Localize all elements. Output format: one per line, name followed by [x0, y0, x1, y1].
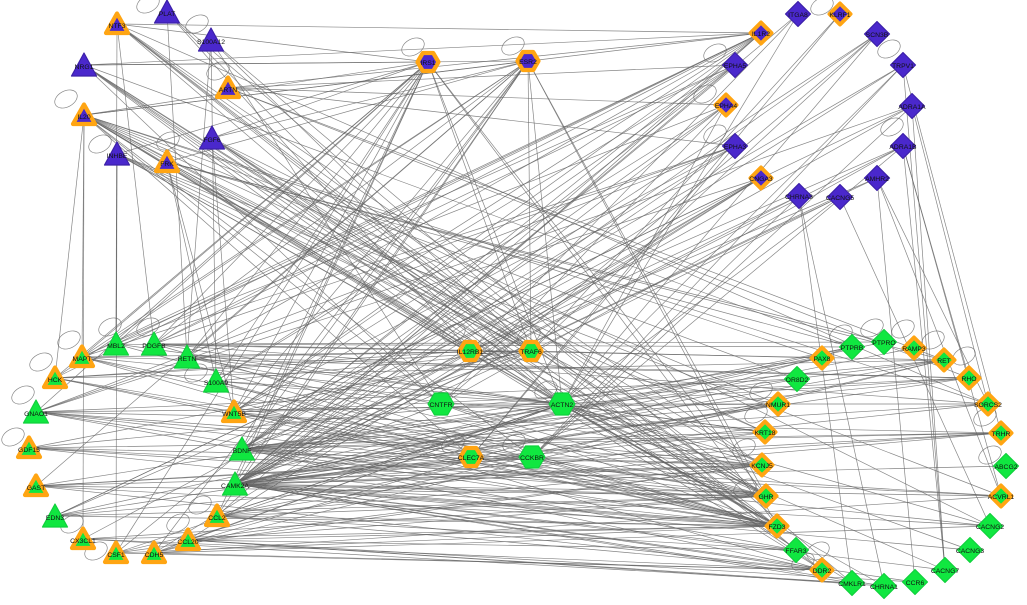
svg-text:FRK: FRK: [160, 161, 174, 168]
svg-text:PLAT: PLAT: [159, 11, 176, 18]
svg-text:FGF6: FGF6: [203, 137, 221, 144]
svg-text:RHO: RHO: [961, 376, 976, 383]
svg-text:GHR: GHR: [758, 494, 773, 501]
svg-text:BDNF: BDNF: [233, 448, 252, 455]
svg-text:CACNG5: CACNG5: [826, 195, 855, 202]
svg-text:IL12RB1: IL12RB1: [457, 349, 484, 356]
svg-text:IL20: IL20: [77, 114, 90, 121]
svg-text:EPHA4: EPHA4: [715, 103, 738, 110]
svg-text:SCN3B: SCN3B: [866, 32, 889, 39]
svg-text:ITGA8: ITGA8: [788, 12, 808, 19]
svg-text:CDH5: CDH5: [145, 552, 164, 559]
svg-text:ACVRL1: ACVRL1: [988, 494, 1015, 501]
svg-text:RET: RET: [937, 358, 951, 365]
svg-text:INHBE: INHBE: [107, 153, 128, 160]
svg-text:S100A12: S100A12: [197, 39, 225, 46]
svg-text:EPHA5: EPHA5: [724, 63, 747, 70]
svg-text:PTPRO: PTPRO: [872, 340, 895, 347]
svg-text:MBL2: MBL2: [107, 343, 125, 350]
svg-text:TRPV1: TRPV1: [892, 63, 914, 70]
svg-text:CHRNA3: CHRNA3: [785, 194, 813, 201]
svg-text:ADRA1A: ADRA1A: [898, 104, 926, 111]
svg-text:WNT5B: WNT5B: [222, 411, 246, 418]
svg-text:AMHR2: AMHR2: [865, 176, 889, 183]
svg-text:ARTN: ARTN: [219, 87, 237, 94]
svg-text:TRAF6: TRAF6: [520, 349, 542, 356]
svg-text:FZD3: FZD3: [769, 524, 786, 531]
svg-text:NTF3: NTF3: [109, 23, 126, 30]
svg-text:CX3CL1: CX3CL1: [70, 538, 96, 545]
svg-text:CSF1: CSF1: [107, 552, 125, 559]
svg-text:CAMK2A: CAMK2A: [221, 483, 249, 490]
svg-text:NRG1: NRG1: [75, 64, 94, 71]
svg-text:EPHA3: EPHA3: [724, 144, 747, 151]
svg-text:CACNG2: CACNG2: [976, 524, 1005, 531]
svg-text:CCL20: CCL20: [177, 539, 198, 546]
svg-text:CNGA3: CNGA3: [749, 176, 773, 183]
svg-text:MAPT: MAPT: [73, 356, 92, 363]
svg-text:ESR2: ESR2: [519, 59, 537, 66]
svg-text:S100A9: S100A9: [204, 380, 228, 387]
svg-text:ACTN2: ACTN2: [551, 402, 574, 409]
svg-text:TRHR: TRHR: [992, 431, 1011, 438]
svg-text:KCNJ5: KCNJ5: [751, 463, 773, 470]
svg-text:CLEC7A: CLEC7A: [458, 455, 485, 462]
svg-text:CCL2: CCL2: [208, 515, 226, 522]
svg-text:SORCS2: SORCS2: [974, 402, 1002, 409]
svg-text:DDR2: DDR2: [813, 568, 832, 575]
svg-text:IRS1: IRS1: [420, 60, 435, 67]
svg-text:IL1R2: IL1R2: [752, 31, 770, 38]
svg-text:OR8D2: OR8D2: [786, 377, 809, 384]
svg-text:KLRF1: KLRF1: [829, 12, 850, 19]
svg-text:CACNG3: CACNG3: [956, 548, 985, 555]
svg-text:GNAO1: GNAO1: [24, 411, 48, 418]
svg-text:ABCG2: ABCG2: [994, 464, 1017, 471]
svg-text:RETN: RETN: [178, 356, 197, 363]
svg-text:ADRA1B: ADRA1B: [889, 144, 917, 151]
svg-text:GAST: GAST: [27, 485, 46, 492]
svg-text:CMKLR1: CMKLR1: [838, 581, 866, 588]
svg-text:HCK: HCK: [48, 377, 63, 384]
svg-text:GDF15: GDF15: [18, 447, 40, 454]
svg-text:RAMP3: RAMP3: [902, 346, 926, 353]
svg-text:CACNG7: CACNG7: [931, 568, 960, 575]
svg-text:FFAR3: FFAR3: [785, 548, 806, 555]
svg-text:NMUR1: NMUR1: [766, 402, 790, 409]
svg-text:CNTFR: CNTFR: [429, 402, 452, 409]
svg-text:PAX8: PAX8: [814, 356, 831, 363]
svg-text:PTPRB: PTPRB: [841, 345, 864, 352]
svg-text:KRT18: KRT18: [754, 430, 775, 437]
svg-text:CCKBR: CCKBR: [520, 455, 544, 462]
svg-text:CHRNA1: CHRNA1: [870, 584, 898, 591]
svg-text:CCR6: CCR6: [906, 580, 925, 587]
svg-text:PDGFB: PDGFB: [142, 343, 166, 350]
svg-text:EDN3: EDN3: [46, 515, 64, 522]
